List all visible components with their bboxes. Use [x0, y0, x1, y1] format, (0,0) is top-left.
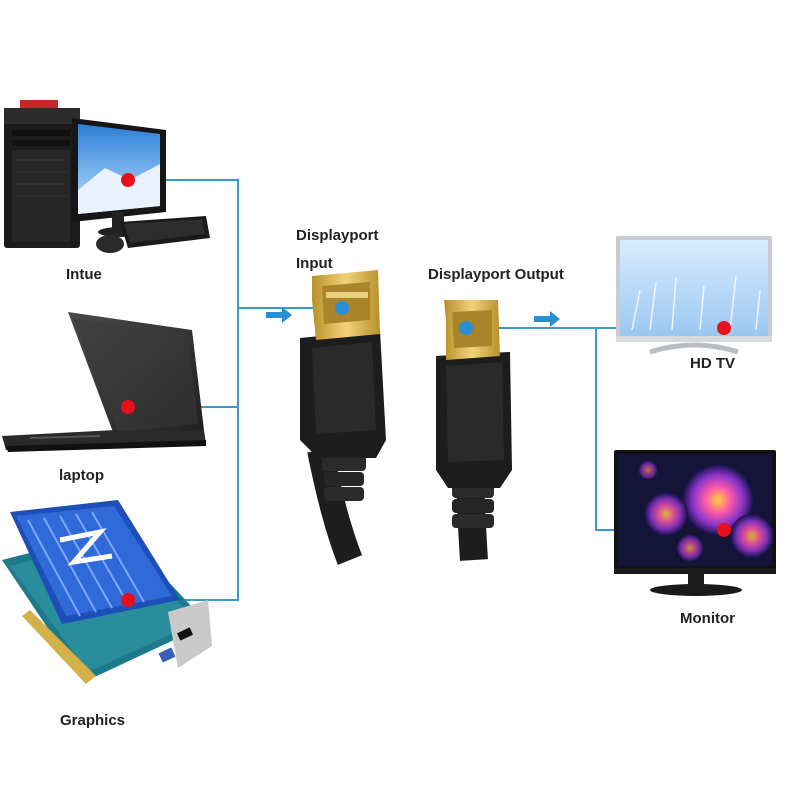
desktop-dot: [121, 173, 135, 187]
hdtv-label: HD TV: [690, 355, 735, 372]
desktop-label: Intue: [66, 266, 102, 283]
arrow-from-output: [534, 311, 560, 327]
monitor-label: Monitor: [680, 610, 735, 627]
laptop-dot: [121, 400, 135, 414]
output-dot: [459, 321, 473, 335]
arrow-to-input: [266, 307, 292, 323]
graphics-dot: [121, 593, 135, 607]
input-label-line1: Displayport: [296, 227, 379, 244]
output-label: Displayport Output: [428, 266, 564, 283]
arrow-right-icon: [266, 307, 560, 327]
displayport-input-connector-icon: [300, 270, 386, 565]
monitor-icon: [614, 450, 776, 596]
graphics-card-icon: [2, 500, 212, 684]
laptop-icon: [2, 312, 206, 452]
input-dot: [335, 301, 349, 315]
displayport-output-connector-icon: [436, 300, 512, 561]
graphics-label: Graphics: [60, 712, 126, 729]
monitor-dot: [717, 523, 731, 537]
input-label-line2: Input: [296, 255, 333, 272]
desktop-computer-icon: [4, 100, 210, 253]
hdtv-dot: [717, 321, 731, 335]
hd-tv-icon: [616, 236, 772, 355]
laptop-label: laptop: [59, 467, 104, 484]
